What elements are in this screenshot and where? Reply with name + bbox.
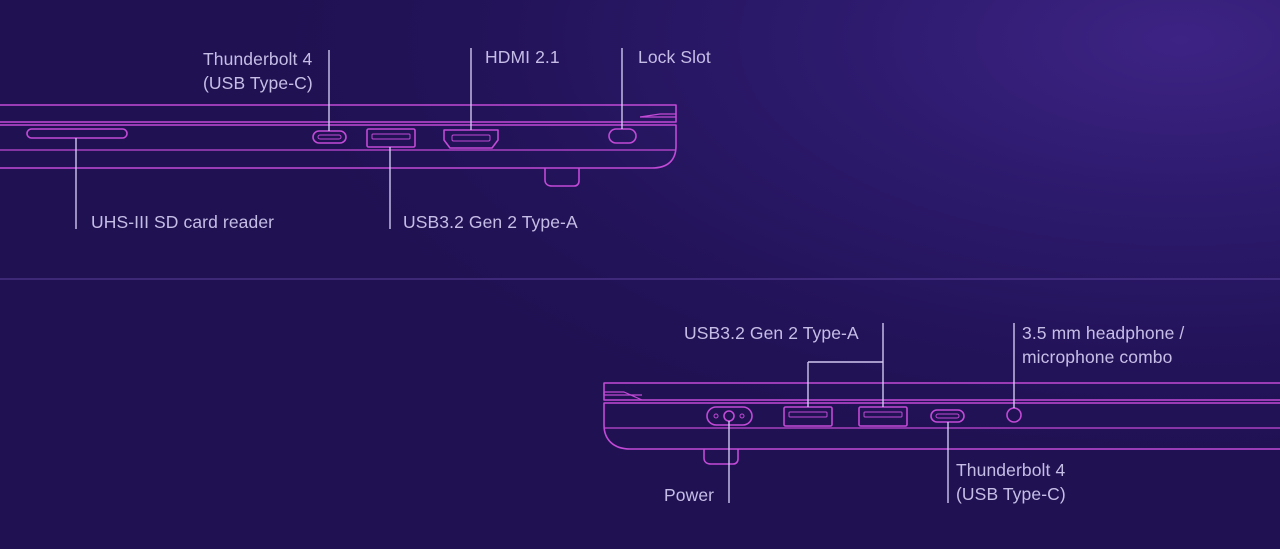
laptop-foot (703, 449, 739, 465)
headphone-jack (1006, 407, 1022, 423)
laptop-lid-outline (603, 382, 1280, 401)
laptop-base-outline (0, 124, 677, 169)
laptop-lid-outline (0, 104, 677, 123)
label-headphone-line1: 3.5 mm headphone / (1022, 323, 1185, 343)
label-thunderbolt-bottom-line1: Thunderbolt 4 (956, 460, 1066, 480)
label-usb-a-top: USB3.2 Gen 2 Type-A (403, 212, 578, 232)
bottom-leader-lines (728, 323, 1015, 503)
label-headphone-line2: microphone combo (1022, 347, 1173, 367)
laptop-left-side (0, 104, 677, 187)
label-hdmi: HDMI 2.1 (485, 47, 560, 67)
label-thunderbolt-bottom-line2: (USB Type-C) (956, 484, 1066, 504)
label-sd-reader: UHS-III SD card reader (91, 212, 275, 232)
laptop-base-outline (603, 402, 1280, 450)
sd-card-slot (26, 128, 128, 139)
label-lock-slot: Lock Slot (638, 47, 711, 67)
laptop-right-side (603, 382, 1280, 465)
label-power: Power (664, 485, 715, 505)
label-usb-a-bottom: USB3.2 Gen 2 Type-A (684, 323, 859, 343)
usb-a-port-top (366, 128, 416, 148)
lock-slot (608, 128, 637, 144)
top-leader-lines (75, 48, 623, 229)
label-thunderbolt-top-line2: (USB Type-C) (203, 73, 313, 93)
label-thunderbolt-top-line1: Thunderbolt 4 (203, 49, 313, 69)
hdmi-port (443, 129, 499, 149)
laptop-foot (544, 168, 580, 187)
